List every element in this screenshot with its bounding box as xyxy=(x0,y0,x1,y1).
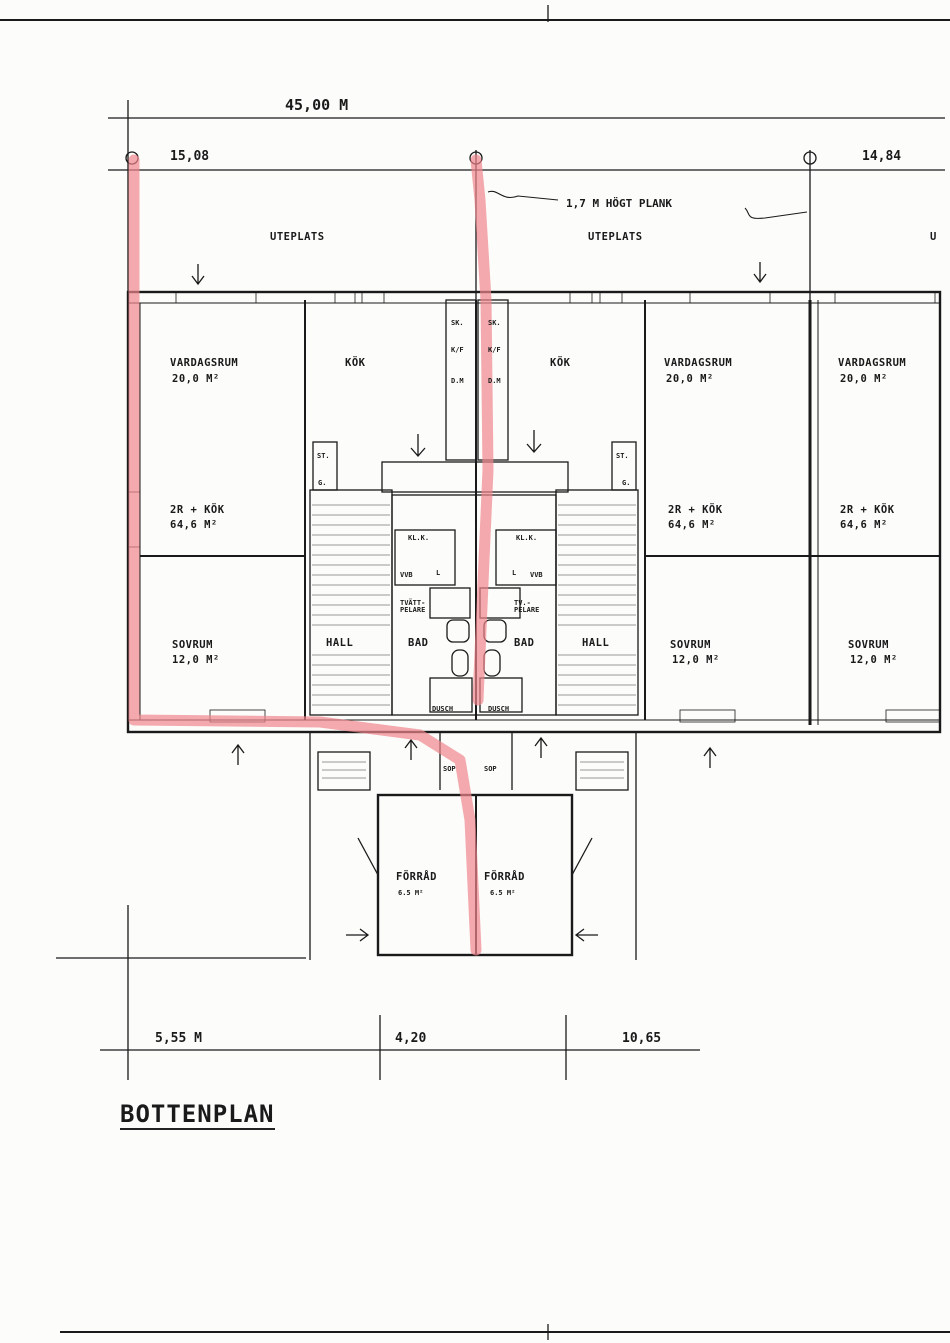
linen-label: L xyxy=(512,569,517,577)
living-room-name: VARDAGSRUM xyxy=(664,357,733,369)
apartment-area: 64,6 M² xyxy=(668,519,716,531)
apartment-type: 2R + KÖK xyxy=(668,504,723,516)
closet-label: KL.K. xyxy=(408,534,430,542)
closet-label: KL.K. xyxy=(516,534,538,542)
living-room-area: 20,0 M² xyxy=(172,373,220,385)
sk-label: SK. xyxy=(488,319,501,327)
storage-name: FÖRRÅD xyxy=(396,871,437,883)
patio-label-right: UTEPLATS xyxy=(588,231,643,243)
apartment-type: 2R + KÖK xyxy=(840,504,895,516)
bedroom-area: 12,0 M² xyxy=(172,654,220,666)
dim-bottom-right: 10,65 xyxy=(622,1031,662,1046)
linen-label: L xyxy=(436,569,441,577)
storage-area: 6.5 M² xyxy=(398,889,424,897)
dm-label: D.M xyxy=(451,377,464,385)
g-label: G. xyxy=(318,479,327,487)
living-room-area: 20,0 M² xyxy=(840,373,888,385)
bath-label: BAD xyxy=(514,637,535,649)
laundry-label: TV.- PELARE xyxy=(514,599,540,614)
dim-right-unit: 14,84 xyxy=(862,149,902,164)
ksp-label: K/F xyxy=(488,346,501,354)
apartment-type: 2R + KÖK xyxy=(170,504,225,516)
dm-label: D.M xyxy=(488,377,501,385)
bedroom-name: SOVRUM xyxy=(848,639,889,651)
water-heater-label: VVB xyxy=(400,571,413,579)
storage-name: FÖRRÅD xyxy=(484,871,525,883)
water-heater-label: VVB xyxy=(530,571,543,579)
living-room-name: VARDAGSRUM xyxy=(838,357,907,369)
dim-left-unit: 15,08 xyxy=(170,149,210,164)
living-room-name: VARDAGSRUM xyxy=(170,357,239,369)
trash-label: SOP xyxy=(443,765,456,773)
bedroom-area: 12,0 M² xyxy=(850,654,898,666)
dim-bottom-left: 5,55 M xyxy=(155,1031,202,1046)
dim-bottom-mid: 4,20 xyxy=(395,1031,427,1046)
floor-title: BOTTENPLAN xyxy=(120,1100,275,1130)
wardrobe-label: ST. xyxy=(317,452,330,460)
living-room-area: 20,0 M² xyxy=(666,373,714,385)
fence-note: 1,7 M HÖGT PLANK xyxy=(566,197,672,210)
hall-label: HALL xyxy=(326,637,354,649)
bedroom-name: SOVRUM xyxy=(670,639,711,651)
storage-area: 6.5 M² xyxy=(490,889,516,897)
ksp-label: K/F xyxy=(451,346,464,354)
dim-total: 45,00 M xyxy=(285,96,349,114)
patio-label-left: UTEPLATS xyxy=(270,231,325,243)
apartment-area: 64,6 M² xyxy=(170,519,218,531)
shower-label: DUSCH xyxy=(432,705,454,713)
bedroom-area: 12,0 M² xyxy=(672,654,720,666)
kitchen-label: KÖK xyxy=(550,357,571,369)
kitchen-label: KÖK xyxy=(345,357,366,369)
g-label: G. xyxy=(622,479,631,487)
laundry-label: TVÄTT- PELARE xyxy=(400,599,426,614)
bedroom-name: SOVRUM xyxy=(172,639,213,651)
hall-label: HALL xyxy=(582,637,610,649)
bath-label: BAD xyxy=(408,637,429,649)
shower-label: DUSCH xyxy=(488,705,510,713)
patio-label-edge: U xyxy=(930,231,937,243)
sk-label: SK. xyxy=(451,319,464,327)
trash-label: SOP xyxy=(484,765,497,773)
apartment-area: 64,6 M² xyxy=(840,519,888,531)
wardrobe-label: ST. xyxy=(616,452,629,460)
